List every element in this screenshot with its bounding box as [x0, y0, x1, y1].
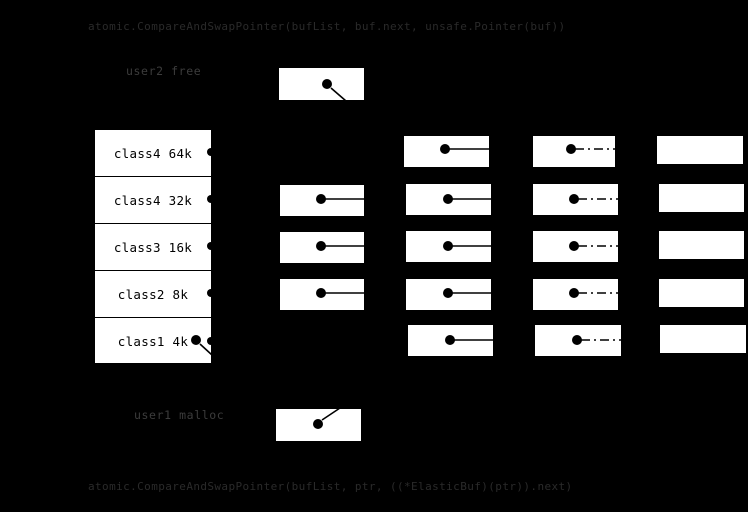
buffer-node[interactable]	[280, 279, 364, 310]
buffer-node[interactable]	[406, 231, 491, 262]
size-class-row[interactable]: class2 8k	[95, 271, 211, 318]
buffer-node[interactable]	[533, 231, 618, 262]
size-class-list: class4 64k class4 32k class3 16k class2 8k c…	[94, 129, 212, 364]
buffer-node[interactable]	[535, 325, 621, 356]
free-buffer-node[interactable]	[279, 68, 364, 100]
size-class-label: class4 64k	[113, 145, 193, 161]
size-class-row[interactable]: class3 16k	[95, 224, 211, 271]
buffer-node[interactable]	[659, 231, 744, 259]
size-class-label: class4 32k	[113, 192, 193, 208]
size-class-row[interactable]: class4 64k	[95, 130, 211, 177]
actor-label-user2-free: user2 free	[126, 64, 202, 78]
buffer-node[interactable]	[404, 136, 489, 167]
buffer-node[interactable]	[533, 136, 615, 167]
malloc-buffer-node[interactable]	[276, 409, 361, 441]
top-code-annotation: atomic.CompareAndSwapPointer(bufList, bu…	[88, 20, 566, 33]
size-class-label: class1 4k	[117, 334, 189, 349]
bottom-code-annotation: atomic.CompareAndSwapPointer(bufList, pt…	[88, 480, 573, 493]
size-class-row[interactable]: class1 4k	[95, 318, 211, 365]
buffer-node[interactable]	[280, 185, 364, 216]
buffer-node[interactable]	[406, 184, 491, 215]
buffer-node[interactable]	[406, 279, 491, 310]
size-class-row[interactable]: class4 32k	[95, 177, 211, 224]
buffer-node[interactable]	[533, 279, 618, 310]
buffer-node[interactable]	[280, 232, 364, 263]
buffer-node[interactable]	[660, 325, 746, 353]
buffer-node[interactable]	[533, 184, 618, 215]
size-class-label: class3 16k	[113, 239, 193, 255]
buffer-node[interactable]	[659, 184, 744, 212]
buffer-node[interactable]	[657, 136, 743, 164]
buffer-node[interactable]	[659, 279, 744, 307]
size-class-label: class2 8k	[117, 286, 189, 302]
buffer-node[interactable]	[408, 325, 493, 356]
actor-label-user1-malloc: user1 malloc	[134, 408, 225, 422]
